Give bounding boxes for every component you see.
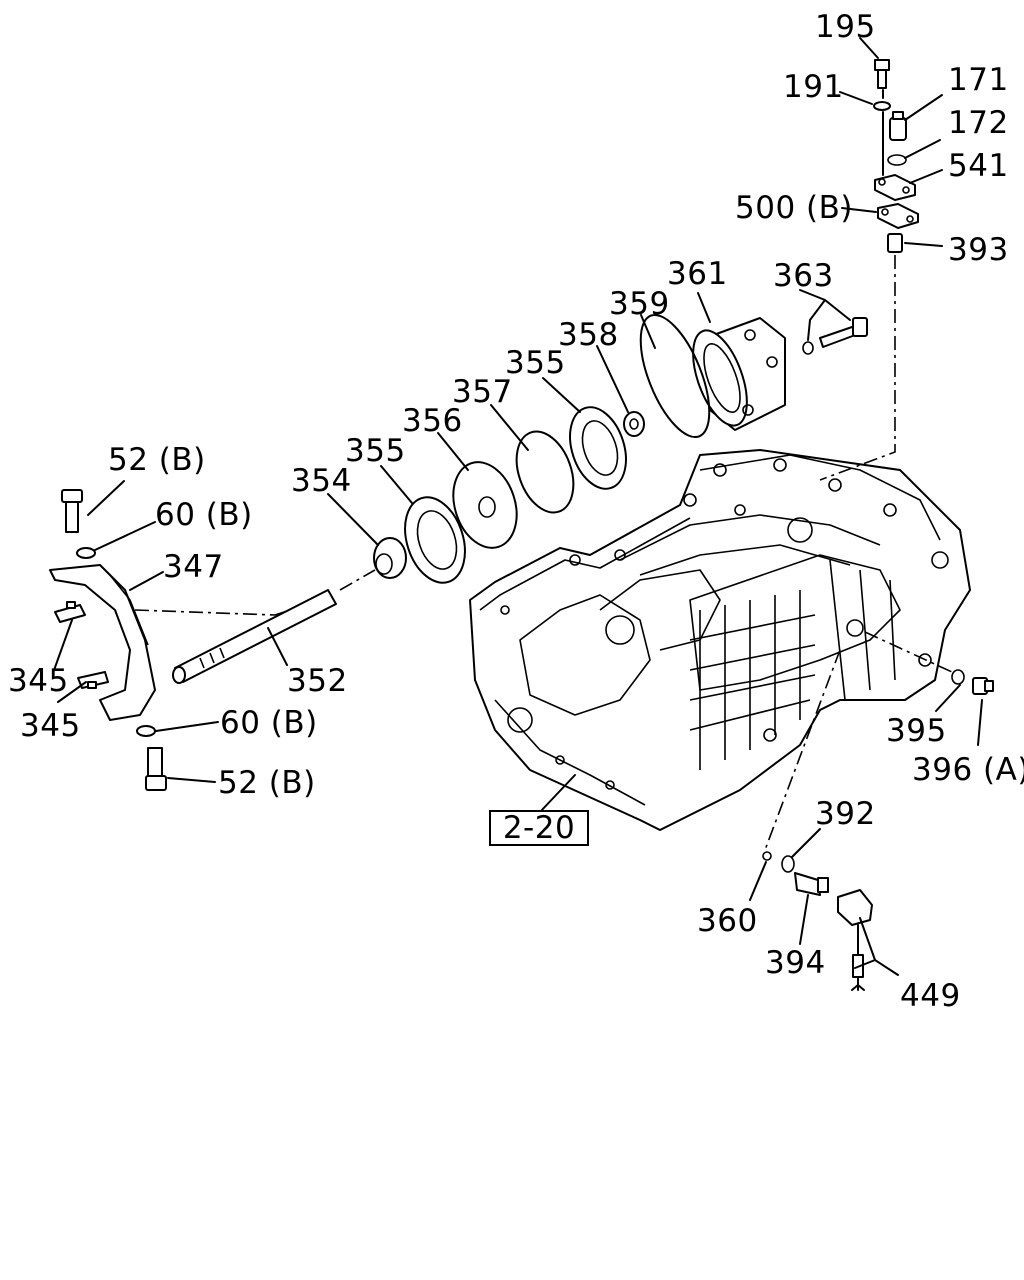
label-172: 172 [948,105,1009,141]
label-355-lower: 355 [345,433,406,469]
bolt-363 [802,317,868,355]
bearing-seal-assembly [339,313,868,591]
switch-171 [889,111,907,141]
label-359: 359 [609,286,670,322]
label-60b-bottom: 60 (B) [220,705,318,741]
o-ring-395 [951,669,965,685]
bolt-52b-bottom [145,747,167,791]
bolt-195 [874,59,890,89]
bolt-52b-top [61,489,83,533]
label-195: 195 [815,9,876,45]
part-labels: 195 191 171 172 541 500 (B) 393 361 363 … [8,9,1024,1014]
label-60b-top: 60 (B) [155,497,253,533]
label-395: 395 [886,713,947,749]
washer-60b-top [76,547,96,559]
label-360: 360 [697,903,758,939]
transmission-case [469,449,971,831]
label-352: 352 [287,663,348,699]
label-52b-top: 52 (B) [108,442,206,478]
reference-box: 2-20 [489,810,589,846]
side-parts [864,631,994,695]
snap-ring-357 [515,430,575,514]
seal-355-lower [404,496,466,584]
label-357: 357 [452,374,513,410]
label-500b: 500 (B) [735,190,853,226]
label-345-lower: 345 [20,708,81,744]
label-354: 354 [291,463,352,499]
label-347: 347 [163,549,224,585]
leader-lines [52,37,983,976]
label-345-upper: 345 [8,663,69,699]
label-358: 358 [558,317,619,353]
bushing-354 [373,537,407,579]
pad-345-upper [54,601,86,623]
label-191: 191 [783,69,844,105]
washer-60b-bottom [136,725,156,737]
label-392: 392 [815,796,876,832]
label-393: 393 [948,232,1009,268]
label-361: 361 [667,256,728,292]
o-ring-392 [781,855,795,873]
o-ring-359 [639,313,711,439]
shift-shaft-fork [49,489,337,791]
washer-191 [873,101,891,111]
label-ref: 2-20 [503,810,575,846]
fork-347 [49,564,156,721]
top-sensor-stack [819,59,919,481]
sensor-394 [794,872,829,896]
o-ring-172 [887,154,907,166]
nut-358 [623,411,645,437]
housing-361 [692,317,786,431]
label-449: 449 [900,978,961,1014]
label-356: 356 [402,403,463,439]
label-396a: 396 (A) [912,752,1024,788]
plug-396a [972,677,994,695]
plunger-393 [887,233,903,253]
ball-360 [762,851,772,861]
label-363: 363 [773,258,834,294]
disc-356 [452,461,518,549]
label-541: 541 [948,148,1009,184]
label-394: 394 [765,945,826,981]
seal-355-upper [569,406,627,490]
label-171: 171 [948,62,1009,98]
shaft-352 [172,589,337,684]
label-355-upper: 355 [505,345,566,381]
label-52b-bottom: 52 (B) [218,765,316,801]
